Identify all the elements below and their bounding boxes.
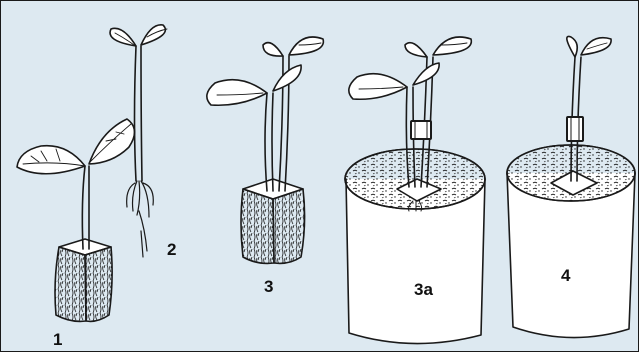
step-label-3a: 3a [414, 281, 433, 298]
graft-clip [567, 117, 583, 141]
plug-right-face [273, 189, 305, 263]
plug-left-face [55, 247, 86, 321]
step-label-1: 1 [53, 331, 62, 348]
plug-left-face [241, 189, 274, 263]
step-label-4: 4 [561, 267, 570, 284]
graft-clip [411, 121, 431, 139]
plug-right-face [85, 247, 112, 321]
step-label-3: 3 [264, 278, 273, 295]
step-label-2: 2 [167, 241, 176, 258]
